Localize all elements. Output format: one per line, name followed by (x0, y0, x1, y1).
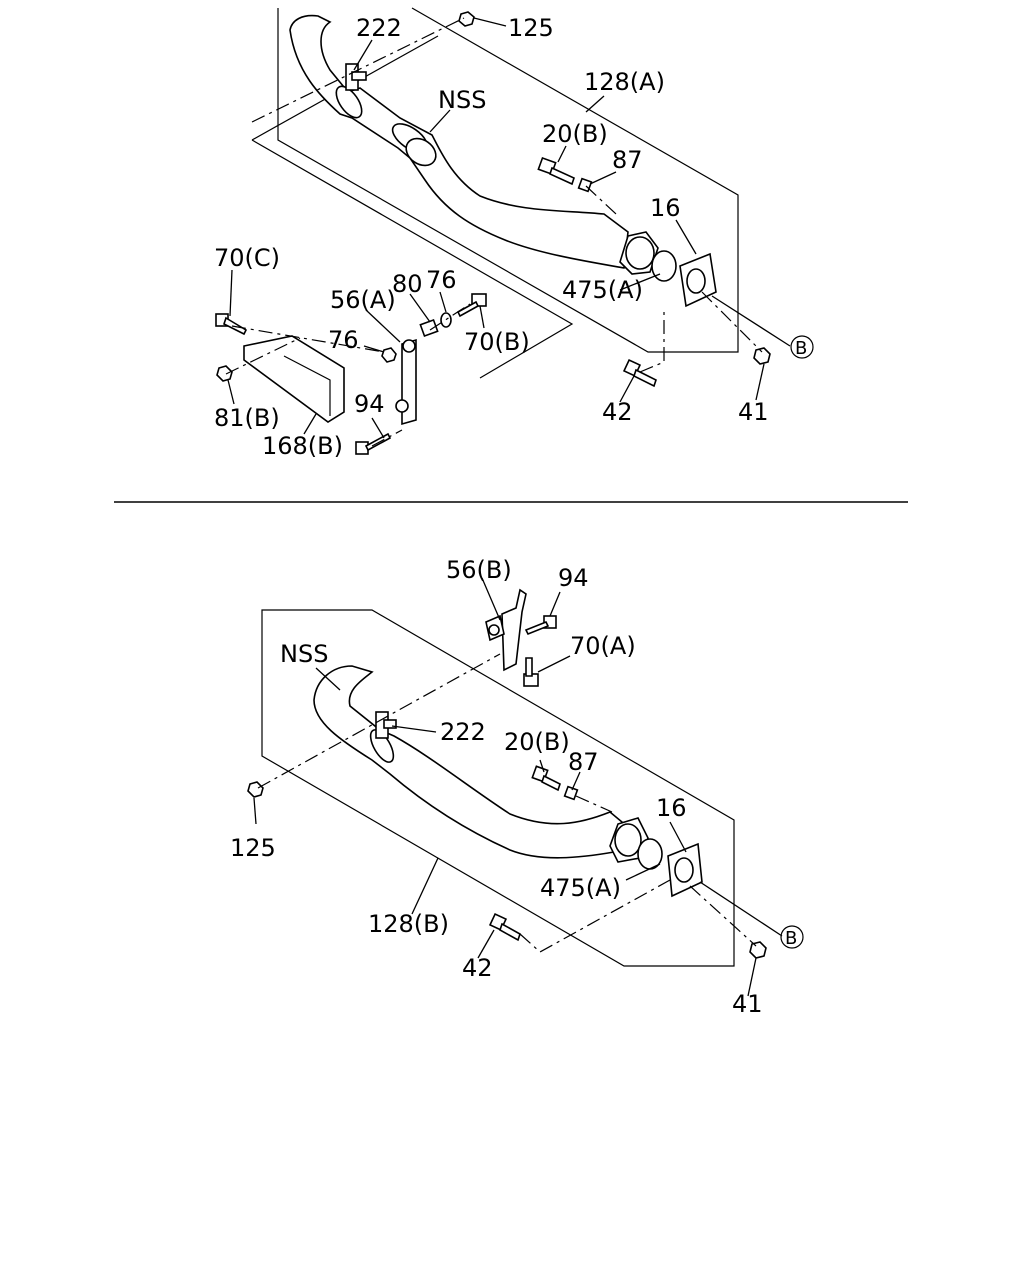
lower-label-125: 125 (230, 834, 276, 862)
upper-label-76-top: 76 (426, 266, 457, 294)
upper-gasket-475a (651, 250, 677, 282)
lower-label-222: 222 (440, 718, 486, 746)
lower-bracket-56b (485, 588, 527, 672)
upper-bolt-70b (456, 293, 487, 318)
upper-label-87: 87 (612, 146, 643, 174)
upper-label-nss: NSS (438, 86, 486, 114)
upper-label-128a: 128(A) (584, 68, 665, 96)
upper-label-475a: 475(A) (562, 276, 643, 304)
upper-stay-56a (395, 338, 417, 426)
lower-ref-b-circle (780, 925, 804, 949)
lower-nut-41 (749, 941, 767, 959)
upper-label-70c: 70(C) (214, 244, 280, 272)
upper-bolt-20b (537, 156, 575, 186)
lower-label-128b: 128(B) (368, 910, 449, 938)
lower-label-56b: 56(B) (446, 556, 512, 584)
upper-ref-b: B (795, 338, 807, 359)
lower-bolt-20b (531, 765, 561, 792)
lower-label-20b: 20(B) (504, 728, 570, 756)
upper-label-41: 41 (738, 398, 769, 426)
lower-assembly: 56(B) 94 70(A) NSS 222 20(B) 87 16 125 4… (230, 556, 804, 1018)
upper-clamp-222 (345, 63, 367, 91)
upper-bolt-70c (215, 313, 248, 336)
upper-label-56a: 56(A) (330, 286, 396, 314)
upper-collar-80 (419, 318, 439, 338)
upper-label-16: 16 (650, 194, 681, 222)
upper-label-42: 42 (602, 398, 633, 426)
lower-spring-87 (563, 785, 579, 801)
upper-pipe-flange (619, 231, 659, 275)
upper-label-222: 222 (356, 14, 402, 42)
upper-label-76: 76 (328, 326, 359, 354)
lower-clamp-222 (375, 711, 397, 739)
lower-label-42: 42 (462, 954, 493, 982)
upper-nut-41 (753, 347, 771, 365)
lower-bolt-70a (523, 657, 539, 687)
upper-ref-b-circle (790, 335, 814, 359)
upper-nut-81b (216, 365, 233, 382)
lower-flange-16 (667, 842, 703, 898)
lower-label-70a: 70(A) (570, 632, 636, 660)
upper-label-125: 125 (508, 14, 554, 42)
lower-label-16: 16 (656, 794, 687, 822)
upper-label-20b: 20(B) (542, 120, 608, 148)
lower-label-475a: 475(A) (540, 874, 621, 902)
lower-label-87: 87 (568, 748, 599, 776)
upper-assembly: 222 125 NSS 128(A) 20(B) 87 16 70(C) 56(… (214, 7, 814, 460)
upper-label-94: 94 (354, 390, 385, 418)
upper-bolt-94 (355, 432, 392, 455)
lower-nut-125 (247, 781, 264, 798)
lower-label-nss: NSS (280, 640, 328, 668)
lower-exhaust-pipe (313, 665, 623, 859)
lower-ref-b: B (785, 928, 797, 949)
upper-label-70b: 70(B) (464, 328, 530, 356)
lower-label-41: 41 (732, 990, 763, 1018)
upper-label-81b: 81(B) (214, 404, 280, 432)
upper-label-80: 80 (392, 270, 423, 298)
upper-flange-16 (679, 252, 717, 308)
upper-bolt-42 (622, 358, 657, 388)
lower-bolt-42 (488, 912, 521, 942)
upper-washer-76-b (440, 312, 452, 328)
upper-nut-125 (458, 11, 475, 27)
lower-bolt-94 (524, 615, 557, 636)
upper-label-168b: 168(B) (262, 432, 343, 460)
upper-washer-76 (381, 347, 397, 363)
lower-label-94: 94 (558, 564, 589, 592)
